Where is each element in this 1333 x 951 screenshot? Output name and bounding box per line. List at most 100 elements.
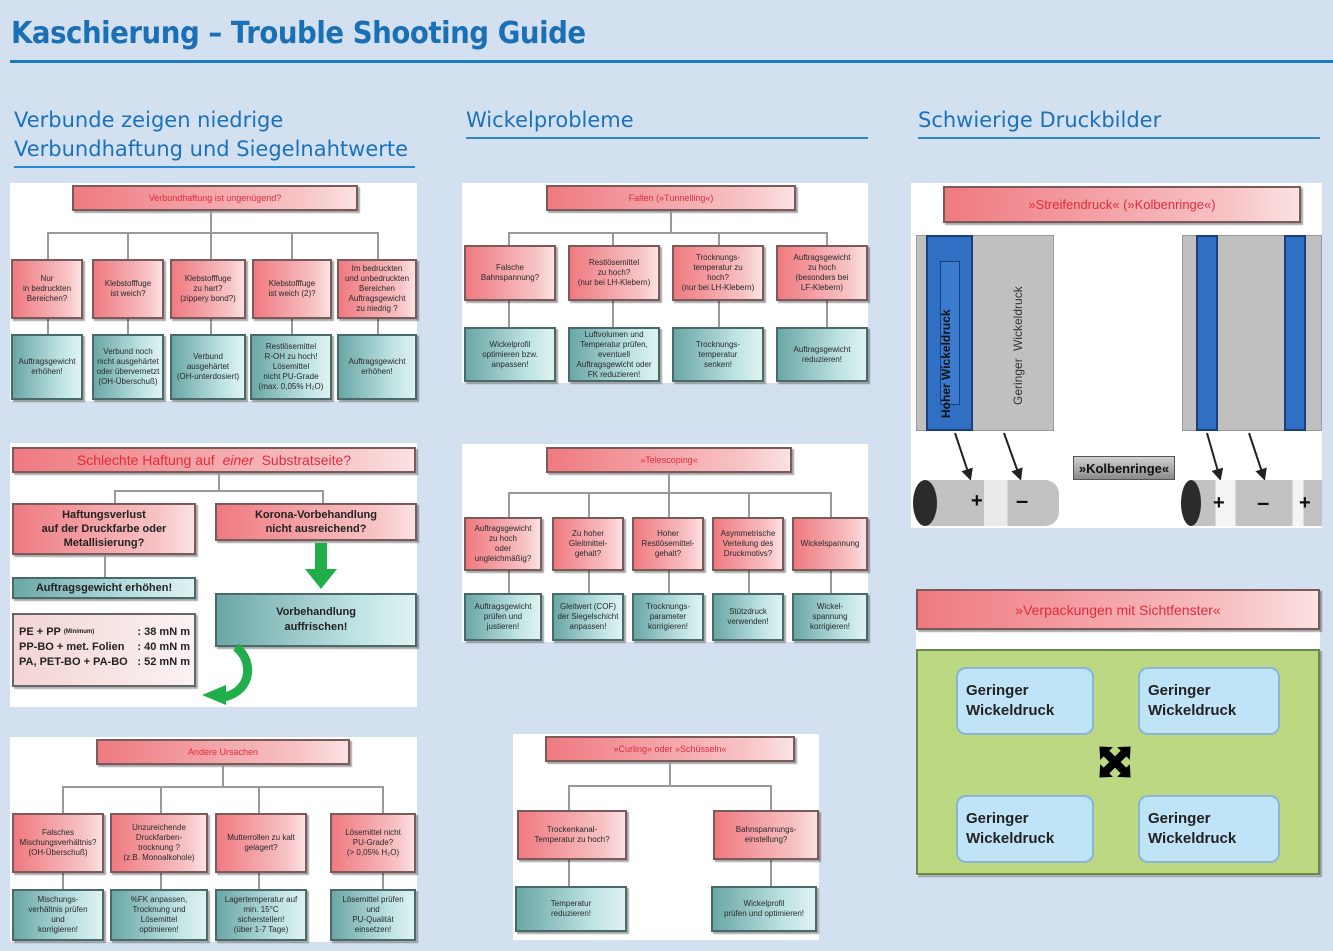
- pressure-tile: Geringer Wickeldruck: [1138, 667, 1280, 735]
- question-box: Hoher Restlösemittel- gehalt?: [632, 517, 704, 571]
- question-box: Im bedruckten und unbedruckten Bereichen…: [337, 259, 417, 319]
- roll-cylinder-left: + –: [913, 480, 1059, 526]
- diagram-title-box: Falten (»Tunnelling«): [546, 185, 796, 211]
- question-box: Mutterrollen zu kalt gelagert?: [215, 813, 307, 873]
- answer-box: Stützdruck verwenden!: [712, 593, 784, 641]
- question-box: Trocknungs- temperatur zu hoch? (nur bei…: [672, 245, 764, 301]
- diagram-andere-ursachen: Andere Ursachen Falsches Mischungsverhäl…: [10, 737, 417, 942]
- value-number: : 38 mN m: [137, 626, 190, 638]
- title-emphasis: einer: [222, 452, 254, 468]
- question-box: Falsche Bahnspannung?: [464, 245, 556, 301]
- answer-box: Mischungs- verhältnis prüfen und korrigi…: [12, 889, 104, 941]
- section-heading-wickelprobleme: Wickelprobleme: [466, 106, 868, 139]
- answer-box: Auftragsgewicht erhöhen!: [11, 334, 83, 400]
- value-label: PA, PET-BO + PA-BO: [19, 656, 128, 668]
- kolbenringe-badge: »Kolbenringe«: [1073, 456, 1175, 480]
- question-box: Asymmetrische Verteilung des Druckmotivs…: [712, 517, 784, 571]
- value-note: (Minimum): [63, 629, 95, 635]
- diagram-title-box: »Verpackungen mit Sichtfenster«: [916, 589, 1320, 630]
- stripe-band: [1196, 235, 1218, 431]
- value-number: : 40 mN m: [137, 641, 190, 653]
- window-panel: Geringer Wickeldruck Geringer Wickeldruc…: [916, 649, 1320, 875]
- pressure-tile: Geringer Wickeldruck: [956, 795, 1094, 863]
- section-heading-line1: Verbunde zeigen niedrige: [14, 108, 284, 132]
- diagram-sichtfenster: »Verpackungen mit Sichtfenster« Geringer…: [916, 589, 1320, 876]
- value-row: PE + PP (Minimum) : 38 mN m: [19, 625, 190, 640]
- diagram-falten: Falten (»Tunnelling«) Falsche Bahnspannu…: [462, 183, 868, 383]
- question-box: Wickelspannung: [792, 517, 868, 571]
- question-box: Zu hoher Gleitmittel- gehalt?: [552, 517, 624, 571]
- answer-box: Temperatur reduzieren!: [515, 886, 627, 932]
- pressure-tile: Geringer Wickeldruck: [1138, 795, 1280, 863]
- answer-box: Trocknungs- temperatur senken!: [672, 327, 764, 382]
- high-pressure-stripe: [926, 235, 973, 431]
- question-box: Klebstofffuge ist weich (2)?: [252, 259, 332, 319]
- plus-sign: +: [971, 490, 983, 512]
- answer-box: Luftvolumen und Temperatur prüfen, event…: [568, 327, 660, 382]
- question-box: Trockenkanal- Temperatur zu hoch?: [517, 810, 627, 860]
- diagram-title-box: »Telescoping«: [546, 447, 792, 473]
- diagram-streifendruck: »Streifendruck« (»Kolbenringe«) Hoher Wi…: [911, 183, 1322, 528]
- section-heading-line1: Schwierige Druckbilder: [918, 108, 1162, 132]
- question-box: Klebstofffuge zu hart? (zippery bond?): [170, 259, 246, 319]
- surface-tension-values: PE + PP (Minimum) : 38 mN m PP-BO + met.…: [12, 613, 196, 687]
- minus-sign: –: [1016, 488, 1029, 513]
- answer-box: Wickel- spannung korrigieren!: [792, 593, 868, 641]
- answer-box: Lösemittel prüfen und PU-Qualität einset…: [330, 889, 416, 941]
- value-label: PE + PP: [19, 626, 61, 638]
- question-box: Lösemittel nicht PU-Grade? (> 0,05% H₂O): [330, 813, 416, 873]
- roll-cylinder-right: + – +: [1181, 480, 1322, 526]
- value-label: PP-BO + met. Folien: [19, 641, 125, 653]
- section-heading-line2: Verbundhaftung und Siegelnahtwerte: [14, 137, 409, 161]
- label-high-pressure: Hoher Wickeldruck: [939, 309, 953, 418]
- plus-sign: +: [1213, 492, 1225, 514]
- answer-box: Auftragsgewicht prüfen und justieren!: [464, 593, 542, 641]
- question-box: Auftragsgewicht zu hoch oder ungleichmäß…: [464, 517, 542, 571]
- down-arrow-icon: [305, 543, 337, 589]
- value-row: PP-BO + met. Folien : 40 mN m: [19, 640, 190, 655]
- answer-box: Wickelprofil prüfen und optimieren!: [711, 886, 817, 932]
- answer-box: Verbund noch nicht ausgehärtet oder über…: [92, 334, 164, 400]
- diagram-title-box: »Curling« oder »Schüsseln«: [545, 736, 795, 762]
- page-title: Kaschierung – Trouble Shooting Guide: [11, 16, 586, 51]
- question-box: Klebstofffuge ist weich?: [92, 259, 164, 319]
- answer-box: Verbund ausgehärtet (OH-unterdosiert): [170, 334, 246, 400]
- minus-sign: –: [1257, 490, 1270, 515]
- diagram-title-box: Verbundhaftung ist ungenügend?: [72, 185, 358, 211]
- diagram-telescoping: »Telescoping« Auftragsgewicht zu hoch od…: [462, 444, 868, 642]
- question-box: Restlösemittel zu hoch? (nur bei LH-Kleb…: [568, 245, 660, 301]
- diagram-substratseite: Schlechte Haftung auf einer Substratseit…: [10, 443, 417, 707]
- section-heading-line1: Wickelprobleme: [466, 108, 634, 132]
- answer-box: Gleitwert (COF) der Siegelschicht anpass…: [552, 593, 624, 641]
- section-heading-verbunde: Verbunde zeigen niedrige Verbundhaftung …: [14, 106, 415, 168]
- question-box: Auftragsgewicht zu hoch (besonders bei L…: [776, 245, 868, 301]
- question-box: Bahnspannungs- einstellung?: [713, 810, 819, 860]
- move-arrows-icon: [1099, 746, 1131, 778]
- question-box: Falsches Mischungsverhältnis? (OH-Übersc…: [12, 813, 104, 873]
- question-box-left: Haftungsverlust auf der Druckfarbe oder …: [12, 503, 196, 555]
- diagram-title-box: Schlechte Haftung auf einer Substratseit…: [12, 447, 416, 473]
- pointer-arrows: [954, 432, 1267, 481]
- diagram-title-box: Andere Ursachen: [96, 739, 350, 765]
- title-divider: [10, 60, 1333, 63]
- title-part: Schlechte Haftung auf: [76, 452, 219, 468]
- title-part: Substratseite?: [257, 452, 352, 468]
- question-box-right: Korona-Vorbehandlung nicht ausreichend?: [215, 503, 417, 541]
- answer-box: %FK anpassen, Trocknung und Lösemittel o…: [110, 889, 208, 941]
- diagram-verbundhaftung: Verbundhaftung ist ungenügend? Nur in be…: [10, 183, 417, 401]
- stripe-band: [1284, 235, 1306, 431]
- answer-box: Auftragsgewicht erhöhen!: [337, 334, 417, 400]
- answer-box: Lagertemperatur auf min. 15°C sicherstel…: [215, 889, 307, 941]
- answer-box-left: Auftragsgewicht erhöhen!: [12, 577, 196, 599]
- answer-box-right: Vorbehandlung auffrischen!: [215, 593, 417, 647]
- label-low-pressure: Geringer Wickeldruck: [1011, 286, 1025, 405]
- answer-box: Restlösemittel R-OH zu hoch! Lösemittel …: [250, 334, 332, 400]
- question-box: Nur in bedruckten Bereichen?: [11, 259, 83, 319]
- question-box: Unzureichende Druckfarben- trocknung ? (…: [110, 813, 208, 873]
- diagram-title-box: »Streifendruck« (»Kolbenringe«): [943, 186, 1301, 223]
- answer-box: Trocknungs- parameter korrigieren!: [632, 593, 704, 641]
- answer-box: Wickelprofil optimieren bzw. anpassen!: [464, 327, 556, 382]
- pressure-tile: Geringer Wickeldruck: [956, 667, 1094, 735]
- section-heading-druckbilder: Schwierige Druckbilder: [918, 106, 1320, 139]
- diagram-curling: »Curling« oder »Schüsseln« Trockenkanal-…: [513, 734, 819, 940]
